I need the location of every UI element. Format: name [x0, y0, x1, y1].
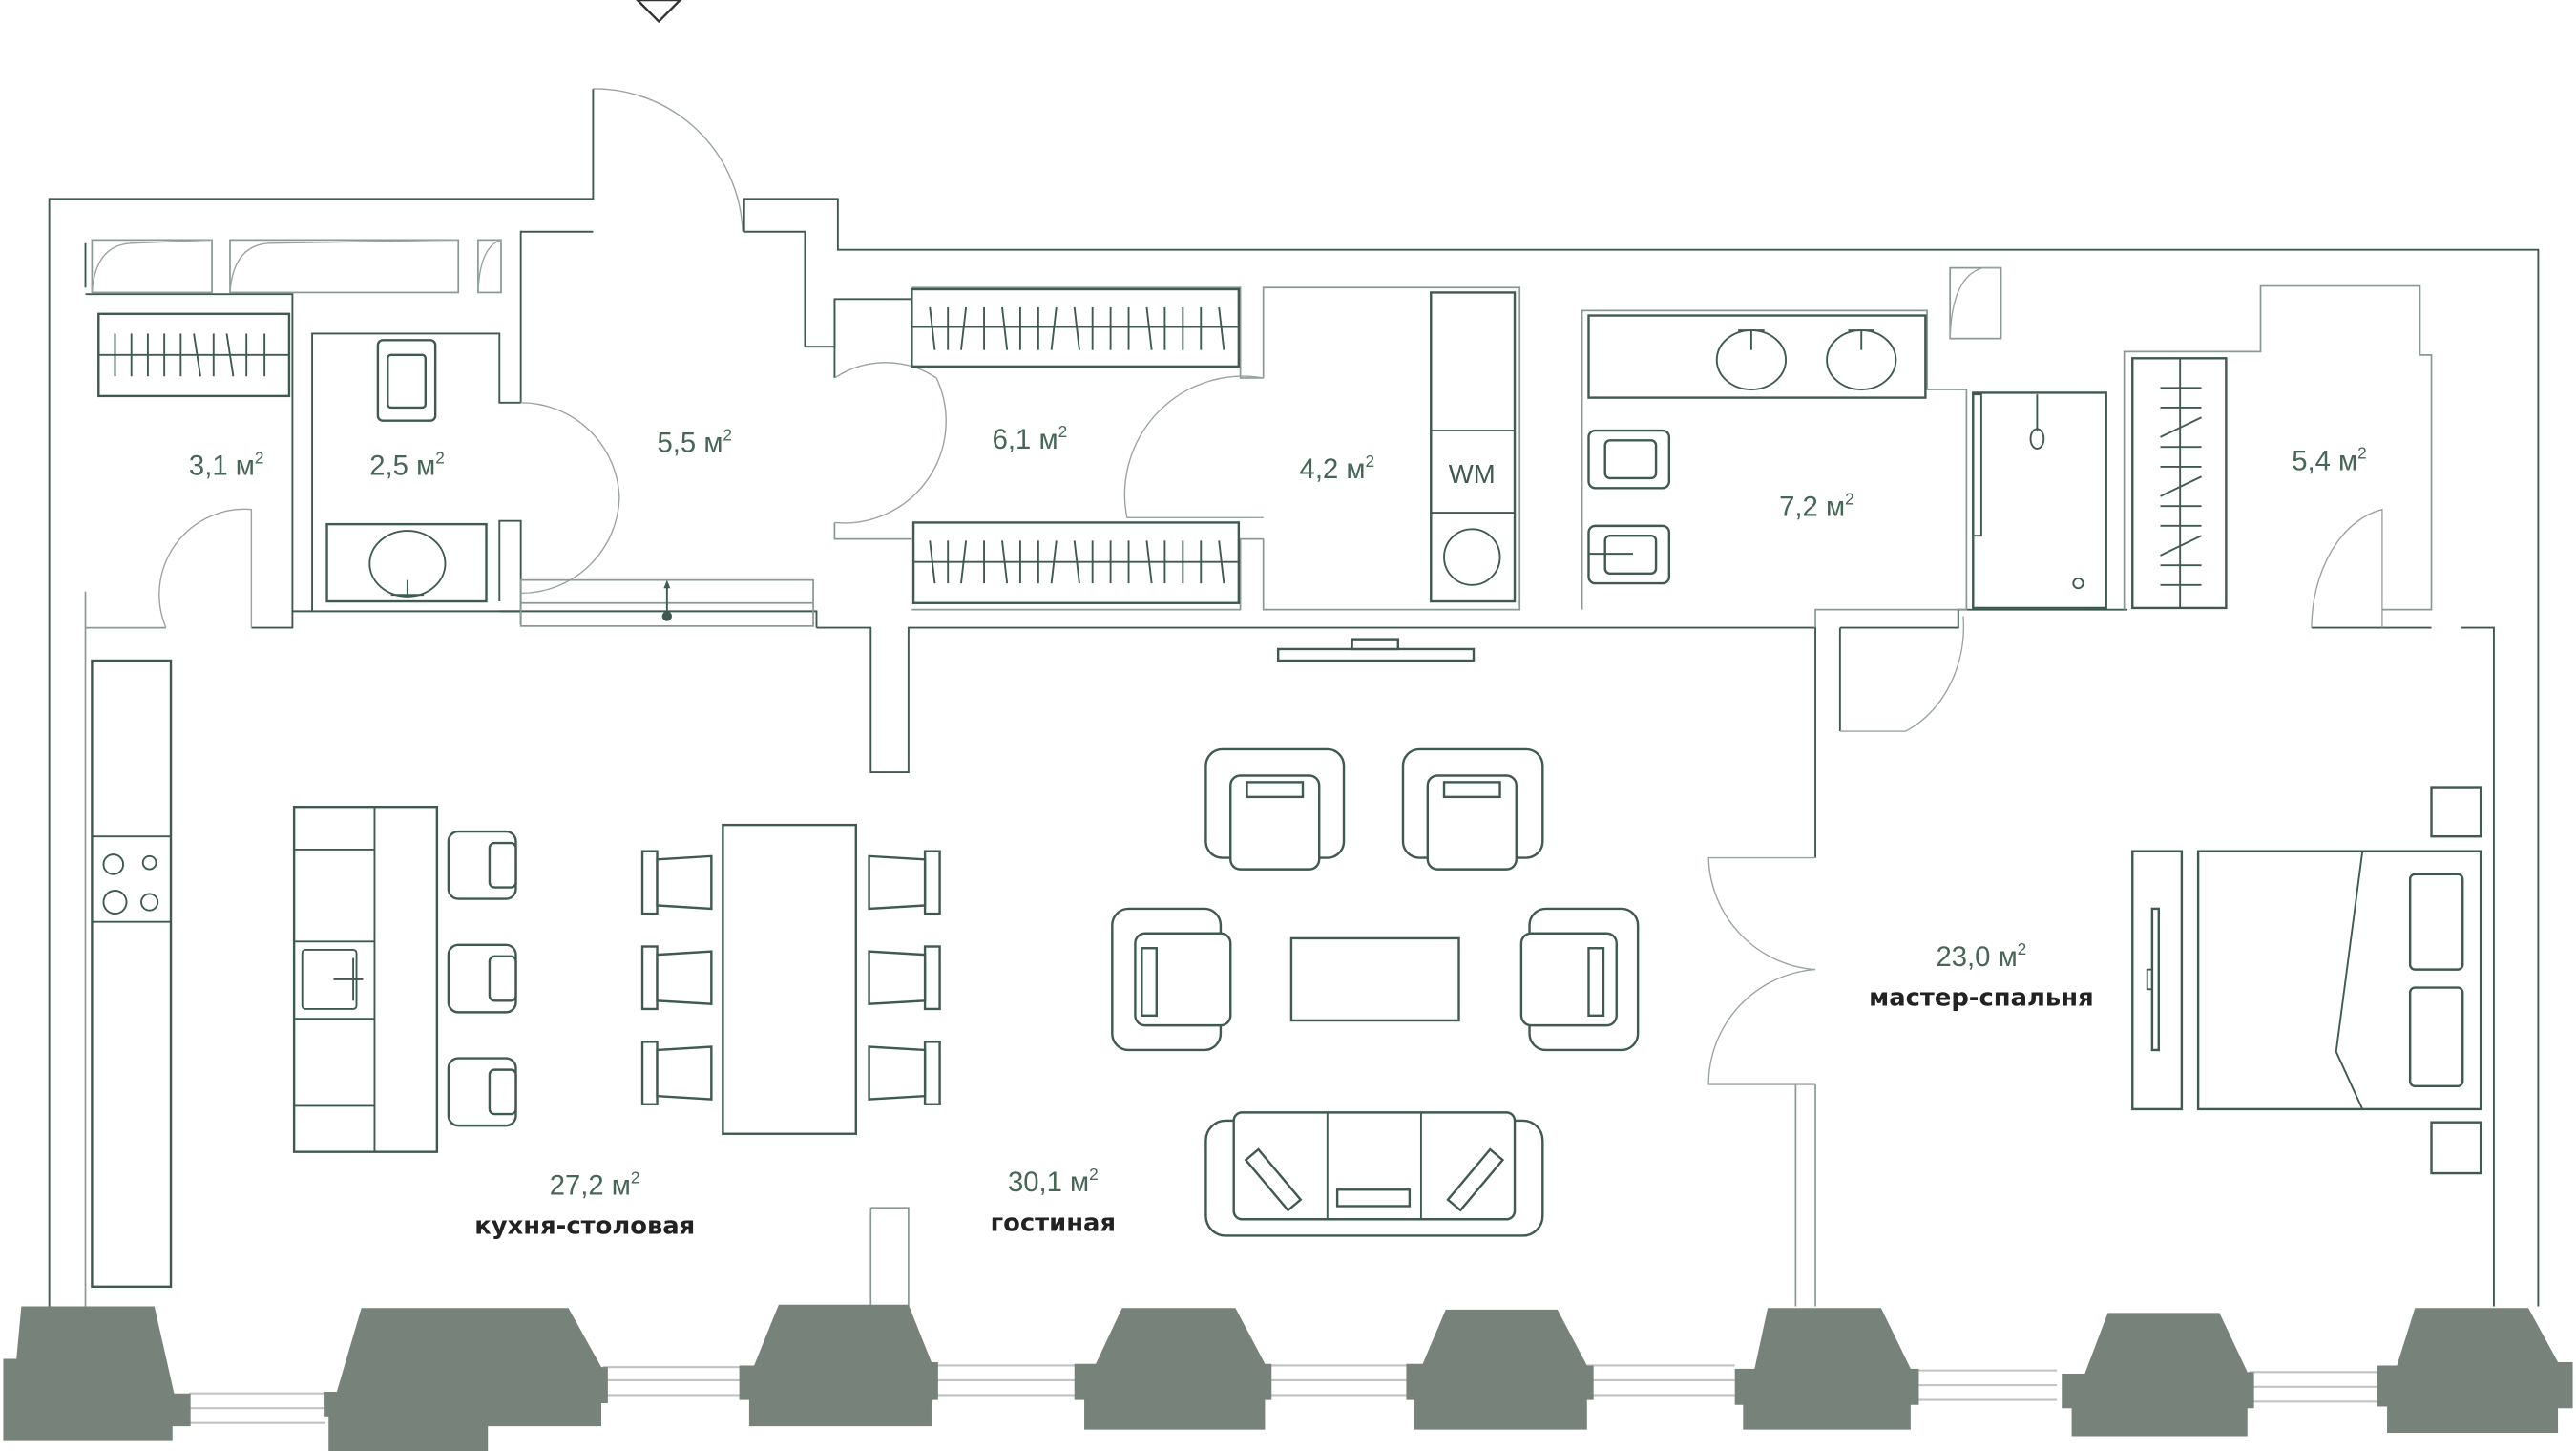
area-label-laundry: 4,2 м2 [1300, 452, 1374, 485]
laundry-column: WM [1430, 291, 1517, 603]
nightstand-top [2430, 786, 2482, 838]
hanger-line [1001, 306, 1009, 350]
area-label-living: 30,1 м2 [1008, 1165, 1099, 1198]
area-label-dressing: 5,4 м2 [2292, 443, 2367, 476]
tv-unit [1276, 638, 1476, 662]
sink-icon [325, 522, 488, 603]
dining-table [722, 823, 858, 1135]
facade [3, 1304, 2573, 1451]
hanger-line [2160, 475, 2202, 497]
bed [2196, 850, 2482, 1111]
double-vanity [1587, 314, 1927, 399]
sofa [1204, 1111, 1544, 1237]
room-labels: 3,1 м2 2,5 м2 5,5 м2 6,1 м2 4,2 м2 7,2 м… [189, 422, 2367, 1241]
armchair-left [1111, 907, 1232, 1052]
dining-chair [868, 1041, 941, 1105]
walls [48, 88, 2540, 1307]
hanger-line [2160, 416, 2202, 438]
coffee-table [1289, 936, 1460, 1022]
hanger-line [1073, 540, 1080, 584]
nightstand-bottom [2430, 1121, 2482, 1175]
washing-machine-label: WM [1449, 459, 1496, 489]
bar-stool [447, 943, 517, 1014]
hanger-line [1050, 306, 1058, 350]
bidet-icon [1587, 524, 1671, 585]
bar-stool [447, 1057, 517, 1127]
armchair-right [1519, 907, 1640, 1052]
hanger-line [1218, 540, 1225, 584]
dining-chair [868, 850, 941, 915]
armchair-top-left [1204, 747, 1346, 871]
dining-chair [640, 945, 713, 1011]
area-label-master-bedroom: 23,0 м2 [1937, 939, 2027, 973]
hanger-line [1145, 306, 1153, 350]
area-label-wardrobe: 6,1 м2 [993, 422, 1068, 455]
room-name-kitchen-dining: кухня-столовая [474, 1212, 695, 1241]
hall-cabinet [519, 578, 814, 627]
hanger-line [960, 540, 968, 584]
bench [2131, 850, 2184, 1111]
dining-chairs [640, 850, 941, 1105]
wardrobe-bottom [911, 521, 1241, 604]
hanger-line [1001, 540, 1009, 584]
storage-cabinets [91, 239, 2002, 340]
bar-stool [447, 830, 517, 900]
hanger-line [960, 306, 968, 350]
toilet-bathroom-icon [1587, 429, 1671, 490]
hanger-line [1145, 540, 1153, 584]
kitchen-island [292, 805, 439, 1153]
area-label-bathroom: 7,2 м2 [1779, 489, 1854, 522]
toilet-icon [376, 339, 437, 422]
doors [158, 88, 2383, 1085]
dryer-drum-icon [1443, 528, 1501, 586]
bar-stools [447, 830, 517, 1127]
area-label-kitchen-dining: 27,2 м2 [550, 1167, 640, 1201]
room-name-living: гостиная [991, 1209, 1116, 1237]
kitchen-counter [91, 659, 173, 1289]
armchair-top-right [1401, 747, 1544, 871]
dining-chair [868, 945, 941, 1011]
room-name-master-bedroom: мастер-спальня [1869, 983, 2094, 1012]
hanger-line [2160, 535, 2202, 557]
shower-cabin [1972, 391, 2107, 610]
dining-chair [640, 1041, 713, 1105]
area-label-hall: 5,5 м2 [658, 425, 733, 458]
hanger-line [929, 306, 936, 350]
area-label-wc: 2,5 м2 [369, 448, 444, 481]
wardrobe-rail-closet-left [97, 312, 291, 398]
hanger-line [1218, 306, 1225, 350]
hanger-line [929, 540, 936, 584]
cooktop-icon [102, 853, 159, 915]
dining-chair [640, 850, 713, 915]
entrance-triangle-icon [636, 0, 682, 24]
area-label-closet: 3,1 м2 [189, 448, 264, 481]
wardrobe-top [911, 287, 1241, 368]
hanger-line [1073, 306, 1080, 350]
hanger-line [1050, 540, 1058, 584]
wardrobe-dressing [2131, 357, 2228, 610]
